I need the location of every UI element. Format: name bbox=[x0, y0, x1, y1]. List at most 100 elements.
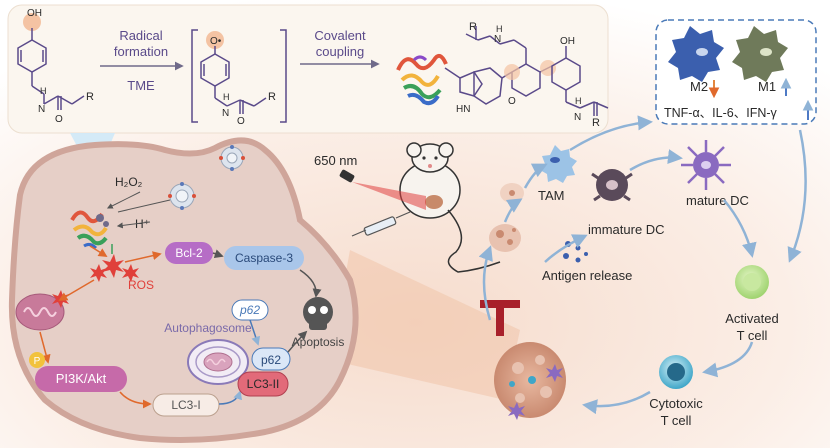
tumor-cell: H₂O₂ H⁺ ROS bbox=[8, 137, 359, 443]
reactant-structure bbox=[17, 13, 85, 110]
laser-wavelength: 650 nm bbox=[314, 153, 357, 168]
laser-device bbox=[339, 169, 426, 210]
pi3k-to-lc3i bbox=[119, 391, 152, 409]
reactant-n: N bbox=[38, 104, 45, 115]
p62-mid-label: p62 bbox=[261, 353, 281, 367]
p62-arrow bbox=[249, 319, 260, 346]
h2o2-label: H₂O₂ bbox=[115, 175, 143, 189]
cytotoxic-t-cell bbox=[659, 355, 693, 389]
product-r2: R bbox=[592, 117, 600, 129]
mito-to-pi3k bbox=[39, 331, 51, 364]
tam-cell bbox=[540, 145, 577, 183]
product-r: R bbox=[469, 21, 477, 33]
step1-label2: formation bbox=[114, 44, 168, 59]
radical-o2: O bbox=[237, 116, 245, 127]
lc3i-to-lc3ii bbox=[218, 390, 242, 405]
immature-dc-label: immature DC bbox=[588, 222, 665, 237]
activated-t-label: Activated bbox=[725, 311, 778, 326]
nanoparticle bbox=[168, 182, 196, 210]
radical-o: O• bbox=[210, 36, 222, 47]
bracket-left bbox=[191, 29, 198, 123]
m1-label: M1 bbox=[758, 79, 776, 94]
product-n1: N bbox=[494, 34, 501, 45]
pi3k-node bbox=[35, 366, 127, 392]
ros-burst bbox=[90, 254, 139, 282]
reactant-o: O bbox=[55, 114, 63, 125]
step1-sub: TME bbox=[127, 78, 155, 93]
m2-macrophage bbox=[668, 26, 724, 82]
radical-n: N bbox=[222, 108, 229, 119]
lc3ii-label: LC3-II bbox=[247, 377, 280, 391]
step2-label: Covalent bbox=[314, 28, 366, 43]
cytotoxic-t-label2: T cell bbox=[661, 413, 692, 428]
reactant-oh: OH bbox=[27, 8, 42, 19]
debris-cell bbox=[500, 183, 524, 203]
radical-h: H bbox=[223, 92, 230, 102]
h2o2-arrow bbox=[106, 191, 141, 209]
autophagy-to-apoptosis bbox=[287, 330, 308, 353]
hplus-label: H⁺ bbox=[135, 217, 150, 231]
membrane-nanoparticle bbox=[219, 145, 245, 171]
activated-t-cell bbox=[735, 265, 769, 299]
m1-macrophage bbox=[732, 26, 788, 82]
reactant-h: H bbox=[40, 86, 47, 96]
bcl2-to-caspase bbox=[212, 249, 224, 258]
reaction-panel-bg bbox=[7, 4, 609, 134]
product-h2: H bbox=[575, 96, 582, 106]
p62-mid-node bbox=[251, 347, 291, 371]
lc3ii-node bbox=[237, 371, 289, 397]
bcl2-node bbox=[165, 242, 213, 264]
step2-label2: coupling bbox=[316, 44, 364, 59]
p-badge bbox=[29, 352, 45, 368]
macrophage-box bbox=[655, 19, 817, 125]
product-n2: N bbox=[574, 112, 581, 123]
product-structure bbox=[444, 26, 609, 116]
p62-top-label: p62 bbox=[239, 303, 260, 317]
activated-t-label2: T cell bbox=[737, 328, 768, 343]
autophagosome bbox=[187, 339, 249, 385]
cytokines-label: TNF-α、IL-6、IFN-γ bbox=[664, 106, 778, 120]
lc3i-node bbox=[152, 393, 220, 417]
antigen-release-label: Antigen release bbox=[542, 268, 632, 283]
cytotoxic-t-label: Cytotoxic bbox=[649, 396, 703, 411]
immature-dc-cell bbox=[591, 169, 633, 202]
ros-label: ROS bbox=[128, 278, 154, 292]
product-oh: OH bbox=[560, 36, 575, 47]
product-o: O bbox=[508, 96, 516, 107]
hplus-arrow bbox=[116, 221, 151, 229]
caspase3-node bbox=[224, 246, 304, 270]
bcl2-label: Bcl-2 bbox=[175, 246, 203, 260]
autophagosome-label: Autophagosome bbox=[164, 321, 252, 335]
product-h1: H bbox=[496, 24, 503, 34]
radical-r: R bbox=[268, 91, 276, 103]
caspase-to-apoptosis bbox=[299, 269, 322, 298]
reaction-panel: OH R H N O Radical formation TME O• R bbox=[7, 4, 609, 180]
lc3i-label: LC3-I bbox=[171, 398, 200, 412]
m2-label: M2 bbox=[690, 79, 708, 94]
reactant-r: R bbox=[86, 91, 94, 103]
apoptosis-label: Apoptosis bbox=[292, 335, 345, 349]
ros-to-mito bbox=[58, 279, 95, 301]
tam-label: TAM bbox=[538, 188, 564, 203]
step1-label: Radical bbox=[119, 28, 162, 43]
protein-to-ros bbox=[89, 245, 108, 257]
dying-tumor-cell bbox=[489, 224, 521, 252]
mature-dc-cell bbox=[681, 140, 731, 190]
p-badge-label: P bbox=[34, 356, 41, 367]
caspase3-label: Caspase-3 bbox=[235, 251, 293, 265]
radical-structure bbox=[200, 31, 267, 114]
cycle-arrows bbox=[478, 115, 807, 415]
protein-ribbon bbox=[396, 53, 448, 106]
ros-to-bcl2 bbox=[124, 251, 162, 263]
product-hn: HN bbox=[456, 104, 470, 115]
skull-icon bbox=[303, 297, 333, 330]
pi3k-label: PI3K/Akt bbox=[56, 371, 107, 386]
bracket-right bbox=[280, 29, 287, 123]
mature-dc-label: mature DC bbox=[686, 193, 749, 208]
syringe-icon bbox=[351, 211, 411, 237]
tumor-mass bbox=[480, 300, 566, 420]
zoom-beam bbox=[330, 250, 520, 400]
cell-protein bbox=[70, 210, 109, 250]
